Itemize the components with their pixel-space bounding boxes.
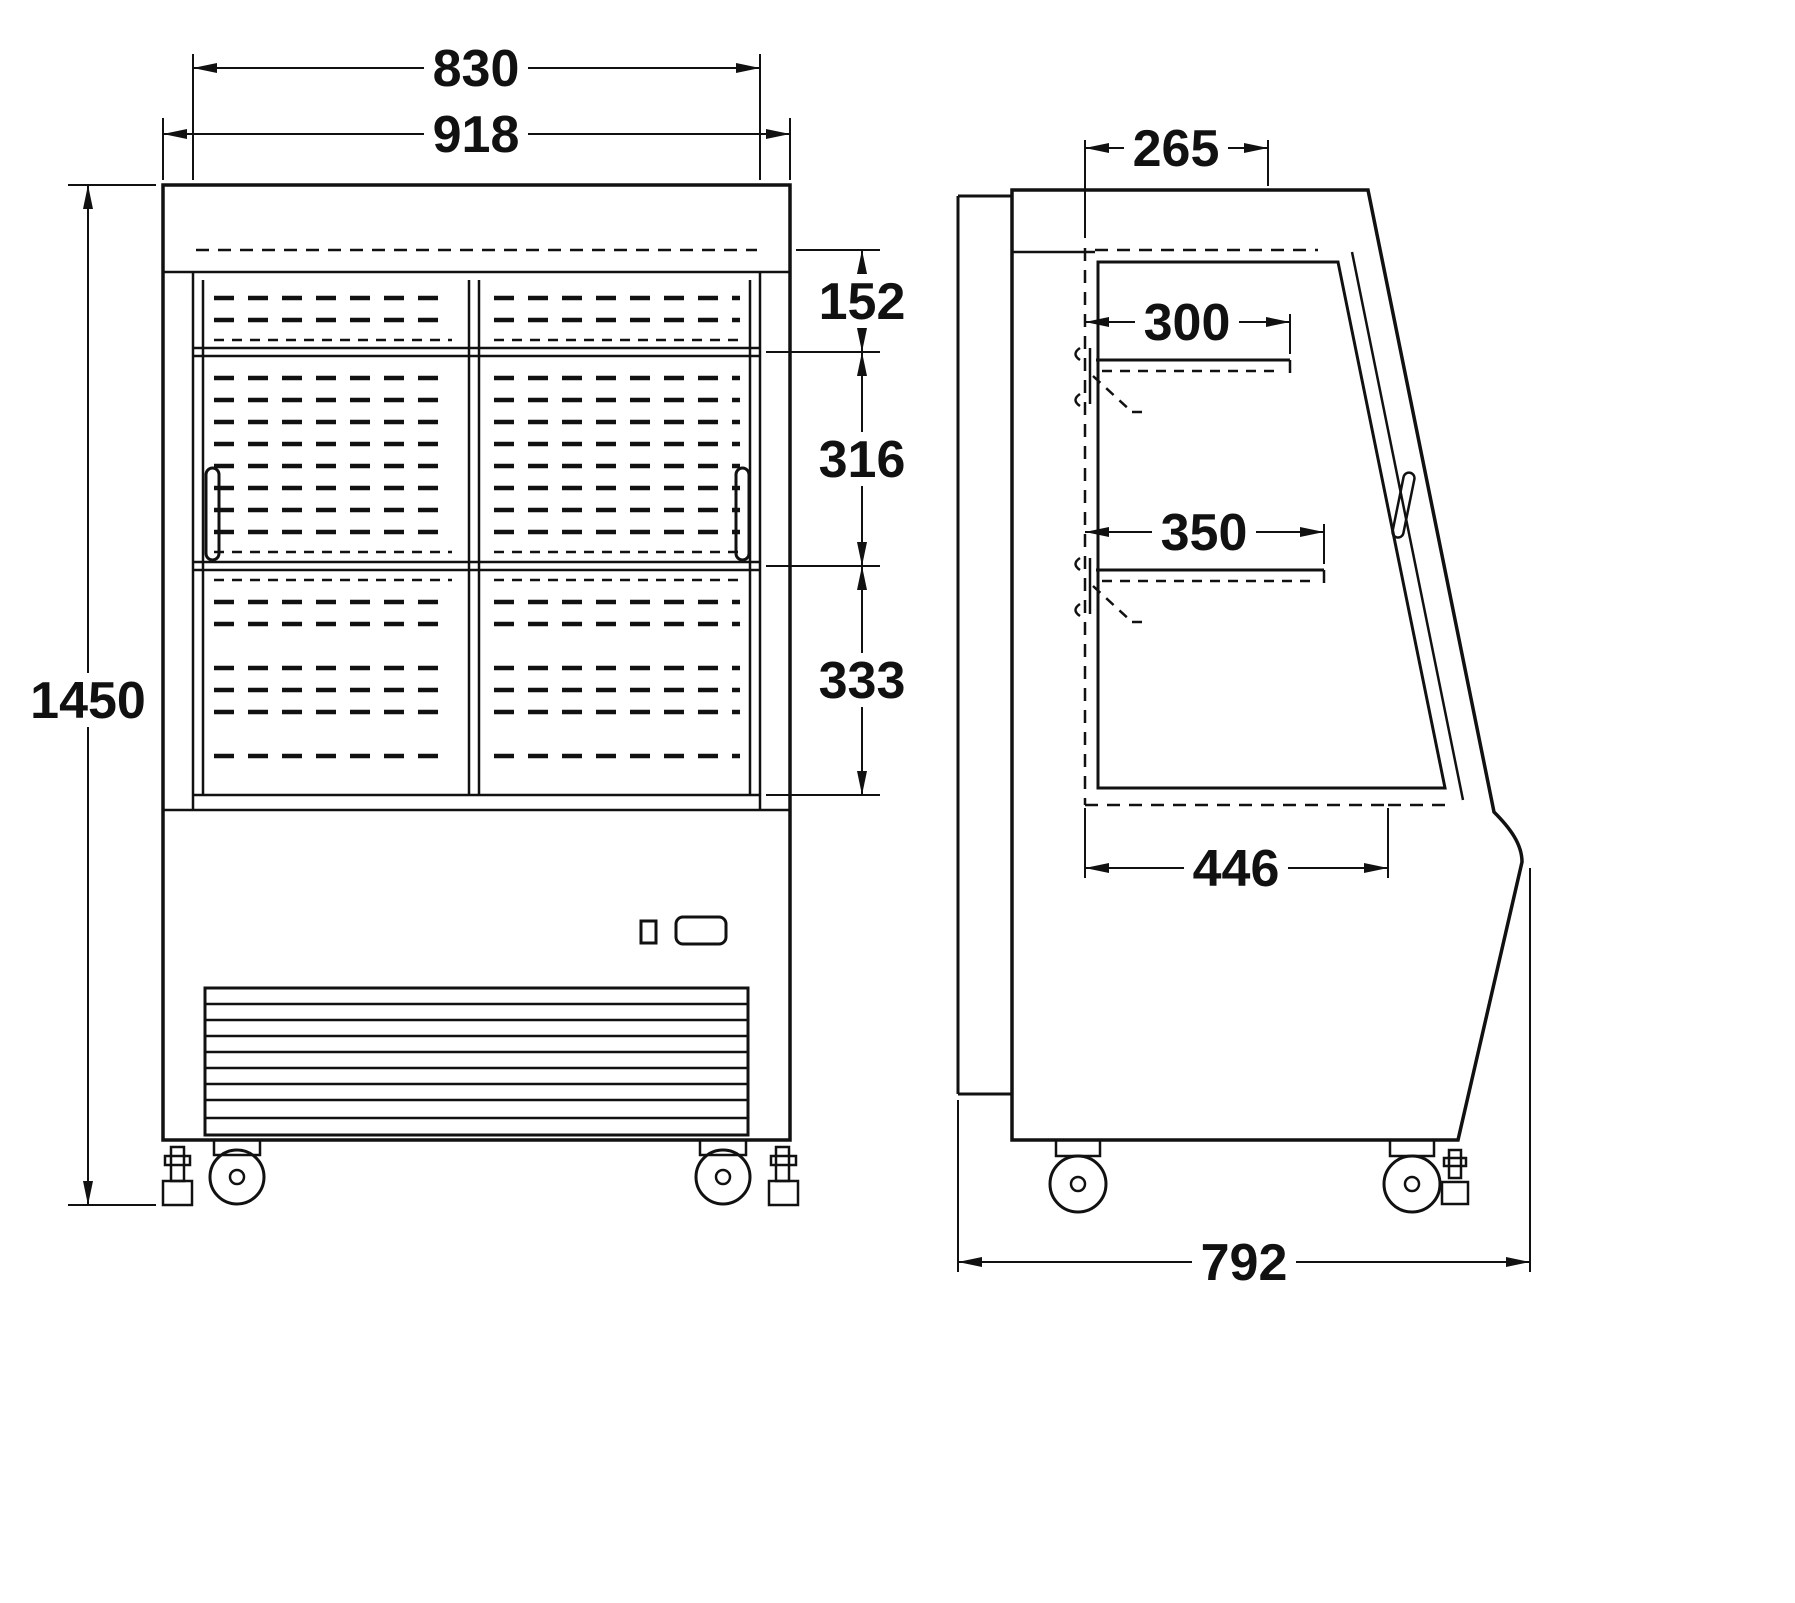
dimension-section-bottom: 333: [766, 566, 914, 796]
door-handle-right: [734, 466, 751, 562]
glass-door-handle: [1391, 471, 1416, 539]
dimension-canopy-depth: 265: [1084, 120, 1269, 238]
dim-label-section-top: 152: [819, 273, 906, 331]
dimension-shelf-lower-depth: 350: [1085, 504, 1325, 564]
leveling-foot-side: [1447, 1148, 1463, 1180]
side-shelf-upper: [1074, 346, 1292, 414]
dim-label-shelf-lower-depth: 350: [1161, 504, 1248, 562]
side-casters: [1048, 1138, 1470, 1214]
shelf-hook-icon: [1074, 392, 1081, 408]
shelf-hook-icon: [1074, 556, 1081, 572]
dim-label-section-middle: 316: [819, 431, 906, 489]
side-view: 265 300 350 446 792: [956, 120, 1531, 1292]
dimension-section-top: 152: [766, 249, 914, 353]
dim-label-outer-width: 918: [433, 106, 520, 164]
dim-label-inner-width: 830: [433, 40, 520, 98]
ventilation-grille: [203, 986, 750, 1137]
dim-label-canopy-depth: 265: [1133, 120, 1220, 178]
glass-frame-inner-line: [1350, 251, 1465, 801]
caster-wheel-side-right: [1382, 1154, 1442, 1214]
side-glass-frame: [1012, 250, 1465, 801]
dimension-overall-height: 1450: [22, 184, 156, 1206]
shelf-hook-icon: [1074, 346, 1081, 362]
side-hidden-lines: [1083, 248, 1452, 807]
dimension-shelf-upper-depth: 300: [1085, 294, 1291, 354]
caster-wheel-front-right: [694, 1148, 752, 1206]
side-back-panel: [956, 194, 1012, 1096]
dim-label-base-depth: 446: [1193, 840, 1280, 898]
control-panel: [639, 915, 728, 946]
side-window: [1096, 260, 1447, 790]
front-cabinet-outline: [161, 183, 792, 1142]
dim-label-section-bottom: 333: [819, 652, 906, 710]
dimension-outer-width: 918: [162, 106, 791, 180]
front-casters: [161, 1138, 800, 1207]
door-handle-left: [204, 466, 221, 562]
power-switch: [639, 919, 658, 945]
side-shelf-lower: [1074, 556, 1326, 624]
side-body-outline: [1010, 188, 1524, 1142]
dimension-inner-width: 830: [192, 40, 761, 180]
controller-display: [674, 915, 728, 946]
front-shelf-slots: [214, 295, 740, 759]
dim-label-overall-height: 1450: [30, 672, 146, 730]
dimension-base-depth: 446: [1084, 808, 1389, 898]
caster-wheel-side-left: [1048, 1154, 1108, 1214]
dim-label-shelf-upper-depth: 300: [1144, 294, 1231, 352]
front-view: 830 918 1450 152 316: [22, 40, 914, 1207]
caster-wheel-front-left: [208, 1148, 266, 1206]
dimension-overall-depth: 792: [957, 868, 1531, 1292]
dimension-section-middle: 316: [766, 352, 914, 567]
dim-label-overall-depth: 792: [1201, 1234, 1288, 1292]
shelf-hook-icon: [1074, 602, 1081, 618]
